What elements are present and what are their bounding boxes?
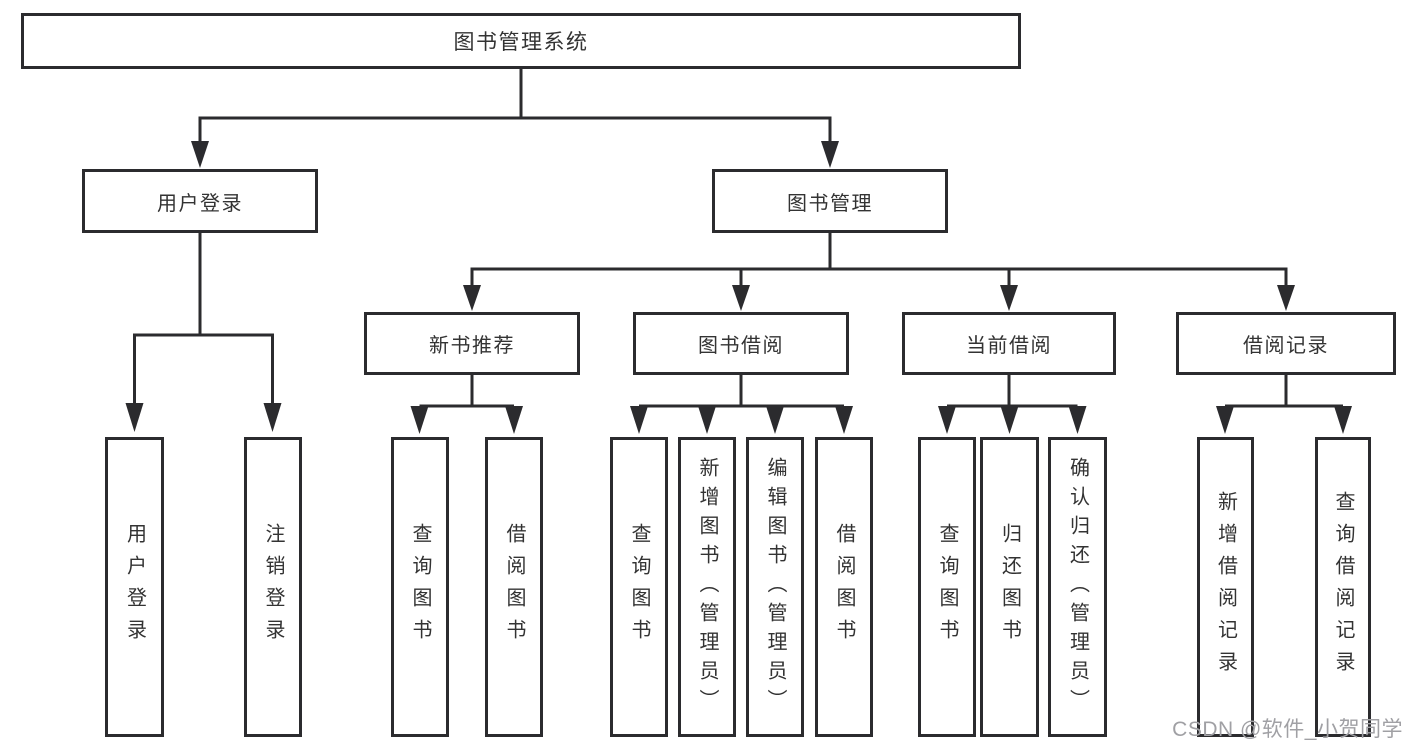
node-label: 注销登录	[262, 523, 284, 651]
leaf-borrow-books-recommend: 借阅图书	[485, 437, 543, 737]
leaf-user-login: 用户登录	[105, 437, 164, 737]
node-borrowing-records: 借阅记录	[1176, 312, 1396, 375]
node-library-management-system: 图书管理系统	[21, 13, 1021, 69]
node-label: 图书管理	[787, 192, 873, 215]
node-label: 查询借阅记录	[1332, 491, 1354, 683]
arrowhead	[410, 406, 429, 434]
node-book-management: 图书管理	[712, 169, 948, 233]
node-user-login: 用户登录	[82, 169, 318, 233]
arrowhead	[821, 141, 839, 168]
edge-currentborrow-rail	[947, 375, 1078, 408]
arrowhead	[125, 403, 144, 432]
node-label: 确认归还（管理员）	[1066, 456, 1089, 718]
leaf-confirm-return-admin: 确认归还（管理员）	[1048, 437, 1107, 737]
edge-borrowrecord-rail	[1225, 375, 1343, 408]
arrowhead	[1000, 406, 1019, 434]
leaf-query-borrow-record: 查询借阅记录	[1315, 437, 1371, 737]
node-book-borrowing: 图书借阅	[633, 312, 849, 375]
node-label: 新增借阅记录	[1214, 491, 1237, 683]
node-label: 查询图书	[936, 523, 958, 651]
node-label: 归还图书	[998, 523, 1021, 651]
arrowhead	[1334, 406, 1352, 434]
edge-newbook-rail	[419, 375, 514, 408]
edge-bookmgmt-rail	[470, 267, 1288, 287]
arrowhead	[698, 406, 716, 434]
csdn-watermark: CSDN @软件_小贺同学	[1172, 718, 1403, 741]
leaf-query-books-current: 查询图书	[918, 437, 976, 737]
edge-root-rail	[198, 116, 832, 144]
arrowhead	[191, 141, 209, 168]
edge-borrowbook-rail	[639, 375, 844, 408]
arrowhead	[1277, 285, 1295, 311]
arrowhead	[1000, 285, 1018, 311]
node-label: 当前借阅	[966, 335, 1052, 357]
arrowhead	[835, 406, 853, 434]
arrowhead	[766, 406, 784, 434]
node-label: 图书管理系统	[453, 31, 589, 54]
node-label: 查询图书	[628, 523, 650, 651]
node-label: 借阅图书	[833, 523, 855, 651]
arrowhead	[938, 406, 956, 434]
leaf-borrow-books-borrowing: 借阅图书	[815, 437, 873, 737]
node-current-borrowing: 当前借阅	[902, 312, 1116, 375]
node-new-book-recommend: 新书推荐	[364, 312, 580, 375]
arrowhead	[463, 285, 481, 311]
leaf-query-books-borrowing: 查询图书	[610, 437, 668, 737]
leaf-add-borrow-record: 新增借阅记录	[1197, 437, 1254, 737]
node-label: 编辑图书（管理员）	[764, 456, 786, 718]
node-label: 新增图书（管理员）	[696, 456, 718, 718]
leaf-add-book-admin: 新增图书（管理员）	[678, 437, 736, 737]
arrowhead	[263, 403, 282, 432]
arrowhead	[732, 285, 750, 311]
leaf-query-books-recommend: 查询图书	[391, 437, 449, 737]
leaf-logout: 注销登录	[244, 437, 302, 737]
node-label: 查询图书	[409, 523, 431, 651]
arrowhead	[1216, 406, 1234, 434]
node-label: 借阅图书	[503, 523, 525, 651]
node-label: 图书借阅	[698, 335, 784, 357]
node-label: 用户登录	[157, 192, 243, 215]
node-label: 借阅记录	[1243, 335, 1329, 357]
edge-userlogin-rail	[133, 333, 274, 404]
leaf-return-book: 归还图书	[980, 437, 1039, 737]
arrowhead	[505, 406, 523, 434]
arrowhead	[1068, 406, 1087, 434]
leaf-edit-book-admin: 编辑图书（管理员）	[746, 437, 804, 737]
arrowhead	[630, 406, 648, 434]
node-label: 新书推荐	[429, 335, 515, 357]
node-label: 用户登录	[123, 523, 146, 651]
